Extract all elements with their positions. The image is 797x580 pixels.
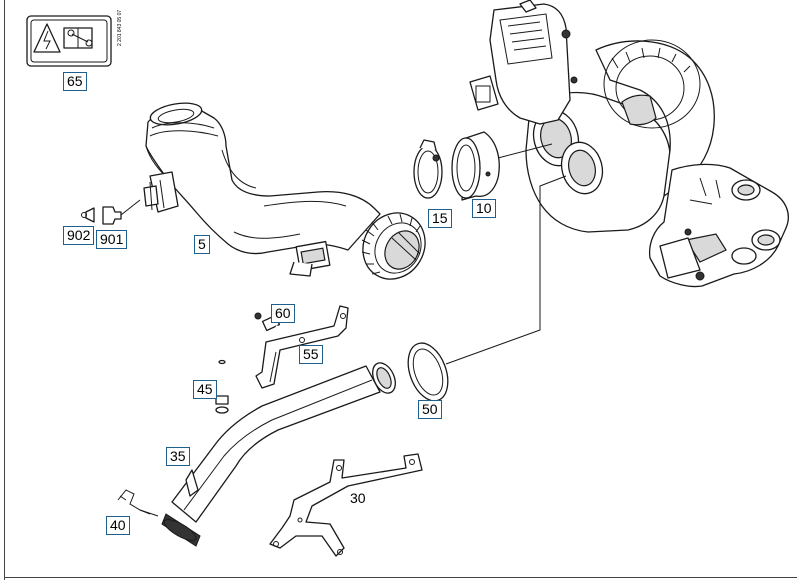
part-55-bracket	[255, 305, 349, 389]
part-10-sleeve	[451, 131, 500, 201]
part-30-bracket	[269, 453, 423, 557]
part-65-warning-label: 2 201 843 05 07	[26, 10, 123, 67]
callout-15[interactable]: 15	[428, 209, 452, 228]
frame-left-border	[4, 0, 5, 580]
svg-text:2 201 843 05 07: 2 201 843 05 07	[117, 10, 123, 46]
callout-35[interactable]: 35	[166, 447, 190, 466]
part-901-902-connector	[81, 199, 141, 225]
callout-902[interactable]: 902	[63, 226, 95, 245]
part-50-seal-ring	[407, 342, 449, 402]
part-15-clamp	[413, 139, 443, 199]
callout-50[interactable]: 50	[418, 400, 442, 419]
callout-55[interactable]: 55	[299, 345, 323, 364]
part-40-clip	[117, 489, 159, 517]
callout-5[interactable]: 5	[194, 235, 210, 254]
callout-40[interactable]: 40	[106, 516, 130, 535]
leader-10	[497, 143, 553, 159]
callout-60[interactable]: 60	[271, 304, 295, 323]
warning-label-text: 2 201 843 05 07	[117, 10, 123, 46]
turbocharger	[469, 0, 789, 288]
callout-10[interactable]: 10	[472, 199, 496, 218]
frame-bottom-border	[4, 577, 797, 578]
part-5-intake-hose	[143, 102, 426, 280]
leader-50	[445, 175, 567, 365]
part-35-pipe	[161, 362, 396, 547]
label-30[interactable]: 30	[350, 490, 366, 506]
callout-901[interactable]: 901	[96, 230, 128, 249]
part-45-bolt	[215, 359, 229, 414]
callout-45[interactable]: 45	[193, 380, 217, 399]
callout-65[interactable]: 65	[63, 72, 87, 91]
